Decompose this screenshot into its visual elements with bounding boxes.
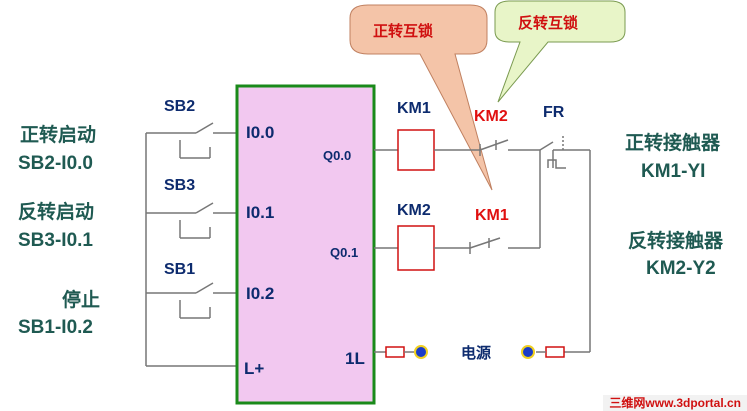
km2-coil bbox=[397, 225, 435, 271]
plc-input-i02: I0.2 bbox=[246, 284, 275, 303]
fuse-right bbox=[545, 346, 565, 358]
plc-output-q00: Q0.0 bbox=[323, 148, 352, 163]
input-wiring bbox=[145, 122, 236, 367]
forward-start-code: SB2-I0.0 bbox=[18, 153, 93, 174]
km2-interlock-contact-label: KM2 bbox=[474, 108, 508, 125]
reverse-start-code: SB3-I0.1 bbox=[18, 230, 93, 251]
stop-code: SB1-I0.2 bbox=[18, 317, 93, 338]
power-terminal-left bbox=[414, 345, 428, 359]
km2-coil-label: KM2 bbox=[397, 202, 431, 219]
plc-input-i00: I0.0 bbox=[246, 123, 275, 142]
km1-coil-label: KM1 bbox=[397, 100, 431, 117]
plc-1l: 1L bbox=[345, 349, 365, 368]
reverse-interlock-callout bbox=[494, 0, 626, 103]
sb3-label: SB3 bbox=[164, 177, 196, 194]
fuse-left bbox=[385, 346, 405, 358]
plc-box bbox=[235, 84, 376, 405]
stop-label: 停止 bbox=[62, 289, 101, 311]
forward-start-label: 正转启动 bbox=[20, 124, 97, 146]
forward-interlock-callout bbox=[349, 4, 493, 191]
power-label: 电源 bbox=[461, 344, 492, 362]
km1-coil bbox=[397, 129, 435, 171]
watermark: 三维网www.3dportal.cn bbox=[603, 395, 747, 411]
plc-lplus: L+ bbox=[244, 359, 265, 378]
power-terminal-right bbox=[521, 345, 535, 359]
reverse-start-label: 反转启动 bbox=[18, 201, 95, 223]
forward-interlock-text: 正转互锁 bbox=[373, 22, 434, 40]
sb2-label: SB2 bbox=[164, 98, 196, 115]
km1-interlock-contact-label: KM1 bbox=[475, 207, 509, 224]
reverse-contactor-code: KM2-Y2 bbox=[646, 258, 716, 279]
forward-contactor-code: KM1-YI bbox=[641, 161, 706, 182]
fr-contact-label: FR bbox=[543, 104, 565, 121]
plc-output-q01: Q0.1 bbox=[330, 245, 359, 260]
reverse-interlock-text: 反转互锁 bbox=[518, 14, 579, 32]
reverse-contactor-label: 反转接触器 bbox=[628, 230, 724, 252]
plc-input-i01: I0.1 bbox=[246, 203, 275, 222]
sb1-label: SB1 bbox=[164, 261, 196, 278]
output-wiring bbox=[374, 129, 591, 358]
forward-contactor-label: 正转接触器 bbox=[625, 132, 721, 154]
